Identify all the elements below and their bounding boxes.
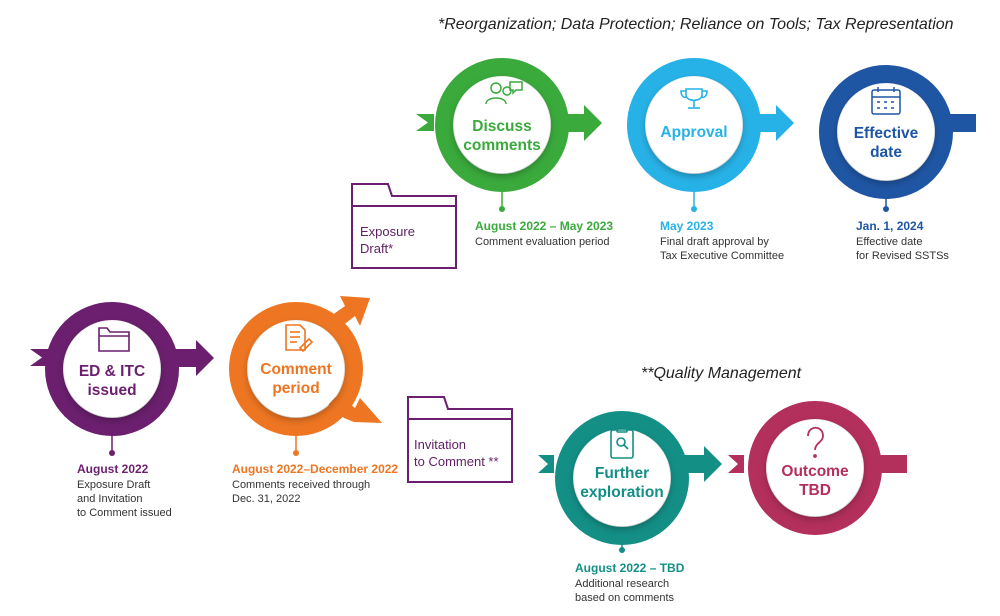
trophy-icon <box>680 88 708 109</box>
node-outcome <box>728 401 907 535</box>
node-ed-itc <box>30 302 214 456</box>
tail-connector <box>728 455 744 473</box>
checklist-icon <box>285 324 314 353</box>
caption-comment-period: August 2022–December 2022 Comments recei… <box>232 462 399 505</box>
node-approval <box>627 58 794 212</box>
node-label-ed-itc: ED & ITC issued <box>78 363 146 399</box>
tail-out <box>873 455 907 473</box>
tail-connector <box>30 349 48 366</box>
caption-discuss: August 2022 – May 2023 Comment evaluatio… <box>475 219 614 248</box>
bottom-note: **Quality Management <box>641 365 802 382</box>
node-comment-period <box>229 296 382 456</box>
tail-out <box>944 114 976 132</box>
arrow-right <box>752 105 794 141</box>
folder-label-exposure: Exposure Draft* <box>360 224 415 256</box>
node-effective <box>819 65 976 212</box>
folder-exposure-draft <box>351 183 457 269</box>
node-label-discuss: Discuss comments <box>463 118 541 154</box>
node-disc <box>767 420 863 516</box>
node-label-effective: Effective date <box>853 125 919 161</box>
node-disc <box>248 321 344 417</box>
folder-icon <box>98 327 130 352</box>
discussion-icon <box>485 81 523 105</box>
caption-effective: Jan. 1, 2024 Effective date for Revised … <box>856 219 949 262</box>
arrow-right <box>680 446 722 482</box>
arrow-right <box>560 105 602 141</box>
question-icon <box>807 426 824 458</box>
node-disc <box>64 321 160 417</box>
caption-further: August 2022 – TBD Additional research ba… <box>575 561 685 604</box>
tail-connector <box>416 114 434 131</box>
node-disc <box>838 84 934 180</box>
caption-approval: May 2023 Final draft approval by Tax Exe… <box>660 219 785 262</box>
node-label-approval: Approval <box>660 124 728 141</box>
caption-ed-itc: August 2022 Exposure Draft and Invitatio… <box>77 462 172 519</box>
calendar-icon <box>871 87 901 115</box>
node-label-comment-period: Comment period <box>260 361 332 397</box>
node-disc <box>454 77 550 173</box>
tail-connector <box>538 455 554 473</box>
node-disc <box>646 77 742 173</box>
arrow-up-right <box>328 296 370 329</box>
node-label-outcome: Outcome TBD <box>781 463 849 499</box>
folder-label-invitation: Invitation to Comment ** <box>414 437 499 469</box>
node-label-further: Further exploration <box>580 465 664 501</box>
node-discuss <box>416 58 602 212</box>
arrow-down-right <box>328 395 382 423</box>
node-further <box>538 411 722 553</box>
top-note: *Reorganization; Data Protection; Relian… <box>438 16 954 33</box>
node-disc <box>574 430 670 526</box>
folder-invitation <box>407 396 513 483</box>
arrow-right <box>170 340 214 376</box>
clipboard-search-icon <box>610 426 634 459</box>
